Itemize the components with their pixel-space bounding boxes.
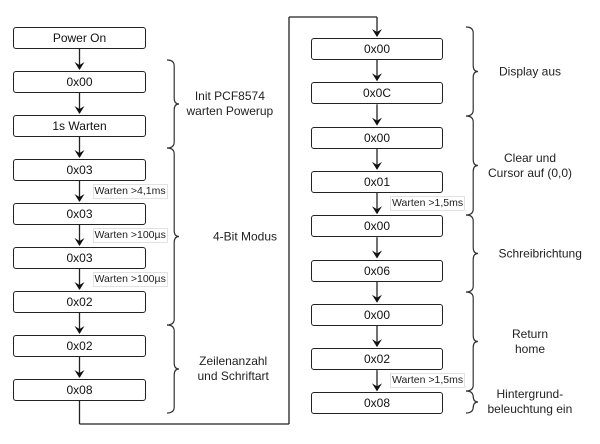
wait-annotation: Warten >1,5ms: [390, 373, 466, 389]
right-step-box: 0x00: [311, 303, 443, 326]
step-label: 0x08: [66, 383, 93, 397]
left-step-box: 0x08: [13, 379, 146, 401]
left-group-label: 4-Bit Modus: [213, 229, 277, 244]
arrow-head-icon: [372, 206, 382, 215]
right-group-brace: [465, 291, 479, 392]
step-label: 0x00: [363, 219, 391, 234]
arrow-head-icon: [372, 161, 382, 170]
left-step-box: 0x00: [13, 71, 146, 93]
group-label-line: Clear und: [504, 150, 557, 165]
step-label: 0x06: [363, 263, 391, 278]
arrow-head-icon: [74, 370, 85, 378]
group-label-line: Hintergrund-: [496, 387, 564, 401]
group-label-line: Return: [512, 326, 549, 341]
step-label: 0x02: [363, 352, 391, 367]
right-step-box: 0x06: [311, 259, 443, 282]
step-label: Power On: [52, 31, 107, 45]
arrow-head-icon: [372, 339, 382, 348]
group-label-line: Cursor auf (0,0): [488, 165, 573, 180]
group-label-line: home: [515, 341, 546, 356]
arrow-head-icon: [372, 250, 382, 259]
right-group-brace: [465, 214, 479, 293]
right-step-box: 0x01: [311, 170, 443, 193]
wait-annotation: Warten >100µs: [92, 272, 168, 287]
step-label: 0x03: [66, 207, 93, 221]
step-label: 0x01: [363, 174, 391, 189]
left-step-box: 0x03: [13, 159, 146, 181]
group-label-line: Init PCF8574: [194, 89, 265, 103]
step-label: 0x03: [66, 163, 93, 177]
right-step-box: 0x08: [311, 392, 443, 415]
left-step-box: 1s Warten: [13, 115, 146, 137]
step-label: 1s Warten: [52, 119, 107, 133]
left-step-box: Power On: [13, 27, 146, 49]
left-step-box: 0x03: [13, 247, 146, 269]
step-label: 0x02: [66, 295, 93, 309]
wait-annotation: Warten >4,1ms: [92, 184, 168, 199]
step-label: 0x02: [66, 339, 93, 353]
left-group-brace: [166, 59, 180, 149]
right-step-box: 0x00: [311, 126, 443, 149]
group-label-line: beleuchtung ein: [487, 402, 573, 416]
arrow-head-icon: [74, 238, 85, 246]
step-label: 0x00: [66, 75, 93, 89]
arrow-head-icon: [74, 282, 85, 290]
group-label-line: Zeilenanzahl: [199, 354, 268, 368]
arrow-head-icon: [74, 326, 85, 334]
arrow-head-icon: [74, 106, 85, 114]
group-label-line: 4-Bit Modus: [213, 229, 278, 243]
right-step-box: 0x00: [311, 215, 443, 238]
group-label-line: Display aus: [499, 64, 562, 78]
right-group-label: Schreibrichtung: [499, 246, 582, 261]
group-label-line: Schreibrichtung: [498, 246, 582, 260]
arrow-head-icon: [372, 73, 382, 82]
arrow-head-icon: [372, 117, 382, 126]
left-step-box: 0x03: [13, 203, 146, 225]
right-group-brace: [465, 26, 479, 117]
left-step-box: 0x02: [13, 291, 146, 313]
right-step-box: 0x0C: [311, 82, 443, 105]
arrow-head-icon: [74, 194, 85, 202]
left-step-box: 0x02: [13, 335, 146, 357]
arrow-head-icon: [74, 62, 85, 70]
left-group-brace: [166, 324, 180, 414]
wait-annotation: Warten >1,5ms: [390, 195, 466, 211]
right-step-box: 0x00: [311, 38, 443, 60]
arrow-head-icon: [372, 29, 382, 37]
arrow-head-icon: [74, 150, 85, 158]
step-label: 0x00: [363, 130, 391, 145]
right-group-label: Hintergrund-beleuchtung ein: [488, 387, 573, 417]
arrow-head-icon: [372, 294, 382, 303]
step-label: 0x03: [66, 251, 93, 265]
right-step-box: 0x02: [311, 348, 443, 371]
step-label: 0x08: [363, 396, 391, 411]
step-label: 0x00: [363, 42, 391, 56]
right-group-brace: [465, 390, 479, 414]
step-label: 0x0C: [362, 86, 391, 101]
right-group-label: Display aus: [499, 64, 561, 79]
right-group-brace: [465, 115, 479, 216]
group-label-line: und Schriftart: [197, 369, 269, 383]
arrow-head-icon: [372, 383, 382, 392]
left-group-brace: [166, 147, 180, 326]
step-label: 0x00: [363, 307, 391, 322]
wait-annotation: Warten >100µs: [92, 228, 168, 243]
group-label-line: warten Powerup: [186, 104, 274, 118]
